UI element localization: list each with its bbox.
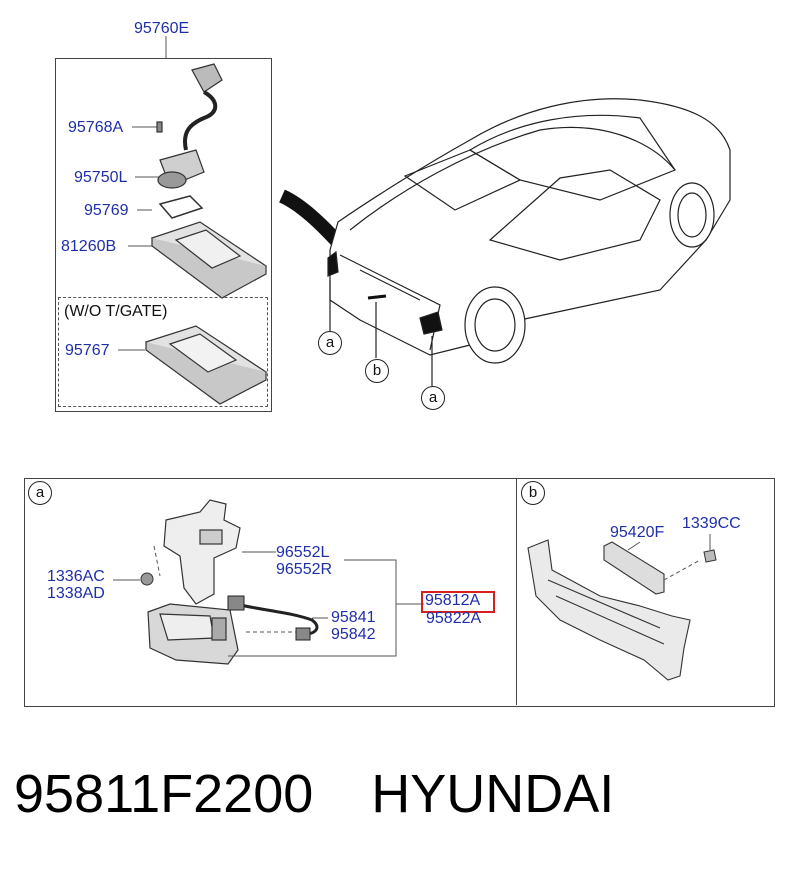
detail-b-marker: b <box>521 481 545 505</box>
part-label-96552l: 96552L <box>276 544 330 561</box>
clip-drawing <box>703 549 717 563</box>
part-label-96552r: 96552R <box>276 561 333 578</box>
part-label-95812a: 95812A <box>425 592 481 609</box>
footer-caption: 95811F2200 HYUNDAI <box>14 762 614 826</box>
callout-a-right: a <box>421 386 445 410</box>
callout-a-left: a <box>318 331 342 355</box>
part-label-95768a: 95768A <box>68 119 124 136</box>
part-label-95420f: 95420F <box>610 524 665 541</box>
harness-drawing <box>227 595 319 641</box>
detail-a-marker: a <box>28 481 52 505</box>
cover-drawing <box>144 325 268 405</box>
camera-module-drawing <box>147 603 239 665</box>
part-label-1339cc: 1339CC <box>682 515 741 532</box>
rear-panel-drawing <box>527 539 691 681</box>
nut-drawing <box>140 572 154 586</box>
assembly-label: 95760E <box>134 20 190 37</box>
variant-frame <box>58 297 268 407</box>
part-label-95822a: 95822A <box>426 610 482 627</box>
detail-divider <box>516 478 517 705</box>
part-label-95841: 95841 <box>331 609 376 626</box>
variant-title: (W/O T/GATE) <box>64 303 168 320</box>
part-label-95769: 95769 <box>84 202 129 219</box>
part-label-1336ac: 1336AC <box>47 568 105 585</box>
housing-drawing <box>150 221 268 299</box>
part-label-95767: 95767 <box>65 342 110 359</box>
camera-part-drawing <box>156 63 223 189</box>
part-label-1338ad: 1338AD <box>47 585 105 602</box>
vehicle-drawing <box>278 98 731 386</box>
highlighted-part-box <box>421 591 495 613</box>
gasket-drawing <box>158 195 204 219</box>
detail-panel-frame <box>24 478 775 707</box>
footer-part-number: 95811F2200 <box>14 764 314 824</box>
footer-brand: HYUNDAI <box>371 764 615 824</box>
part-label-95750l: 95750L <box>74 169 128 186</box>
part-label-81260b: 81260B <box>61 238 117 255</box>
top-parts-frame <box>55 58 272 412</box>
callout-b: b <box>365 359 389 383</box>
part-label-95842: 95842 <box>331 626 376 643</box>
bracket-95420f-drawing <box>603 541 665 595</box>
bracket-drawing <box>163 499 241 605</box>
